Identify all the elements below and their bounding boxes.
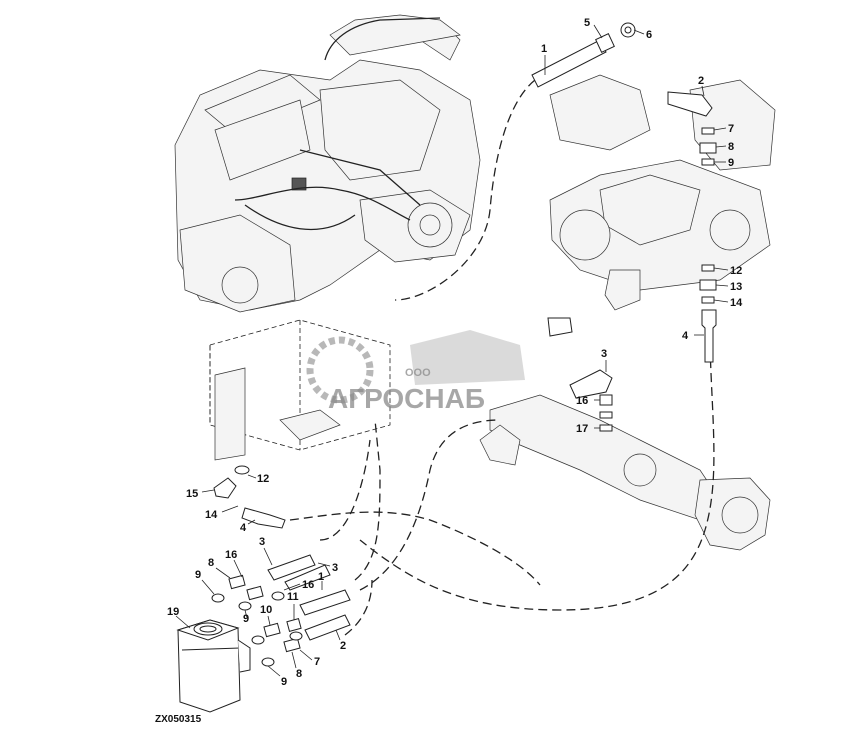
watermark-logo: ООО АГРОСНАБ — [306, 330, 525, 414]
callout-13-right: 13 — [730, 281, 742, 293]
callout-7-right: 7 — [728, 123, 734, 135]
callout-9-bottom-c: 9 — [281, 676, 287, 688]
callout-11-bottom: 11 — [287, 591, 299, 603]
callout-3-mid: 3 — [601, 348, 607, 360]
callout-17-mid: 17 — [576, 423, 588, 435]
callouts: 1 2 4 5 6 7 8 9 12 13 14 3 16 17 12 15 1… — [167, 17, 743, 688]
callout-2-top: 2 — [698, 75, 704, 87]
callout-7-bottom: 7 — [314, 656, 320, 668]
middle-fittings — [547, 317, 613, 432]
callout-2-bottom: 2 — [340, 640, 346, 652]
callout-19-bottom: 19 — [167, 606, 179, 618]
callout-16-mid: 16 — [576, 395, 588, 407]
callout-12-left: 12 — [257, 473, 269, 485]
drawing-id: ZX050315 — [155, 714, 202, 725]
callout-4-left: 4 — [240, 522, 247, 534]
callout-8-bottom-a: 8 — [208, 557, 214, 569]
callout-1-bottom: 1 — [318, 571, 324, 583]
callout-12-right: 12 — [730, 265, 742, 277]
callout-3-bottom-b: 3 — [332, 562, 338, 574]
bottom-fittings — [211, 465, 351, 667]
callout-9-bottom-b: 9 — [243, 613, 249, 625]
callout-16-bottom-b: 16 — [302, 579, 314, 591]
callout-5-top: 5 — [584, 17, 590, 29]
callout-8-right: 8 — [728, 141, 734, 153]
hydraulic-hoses — [289, 79, 715, 636]
frame-outline — [209, 319, 391, 461]
callout-14-right: 14 — [730, 297, 743, 309]
callout-9-right: 9 — [728, 157, 734, 169]
callout-6-top: 6 — [646, 29, 652, 41]
front-axle-assembly — [479, 74, 776, 551]
callout-4-right: 4 — [682, 330, 689, 342]
callout-14-left: 14 — [205, 509, 218, 521]
callout-3-bottom-a: 3 — [259, 536, 265, 548]
component-19-housing — [176, 619, 251, 713]
watermark-line2: АГРОСНАБ — [328, 383, 485, 414]
callout-16-bottom-a: 16 — [225, 549, 237, 561]
watermark-line1: ООО — [405, 367, 431, 379]
callout-15-left: 15 — [186, 488, 198, 500]
callout-8-bottom-b: 8 — [296, 668, 302, 680]
callout-10-bottom: 10 — [260, 604, 272, 616]
callout-1-top: 1 — [541, 43, 547, 55]
callout-9-bottom-a: 9 — [195, 569, 201, 581]
top-hose-parts — [531, 22, 717, 363]
engine-assembly — [174, 14, 481, 313]
